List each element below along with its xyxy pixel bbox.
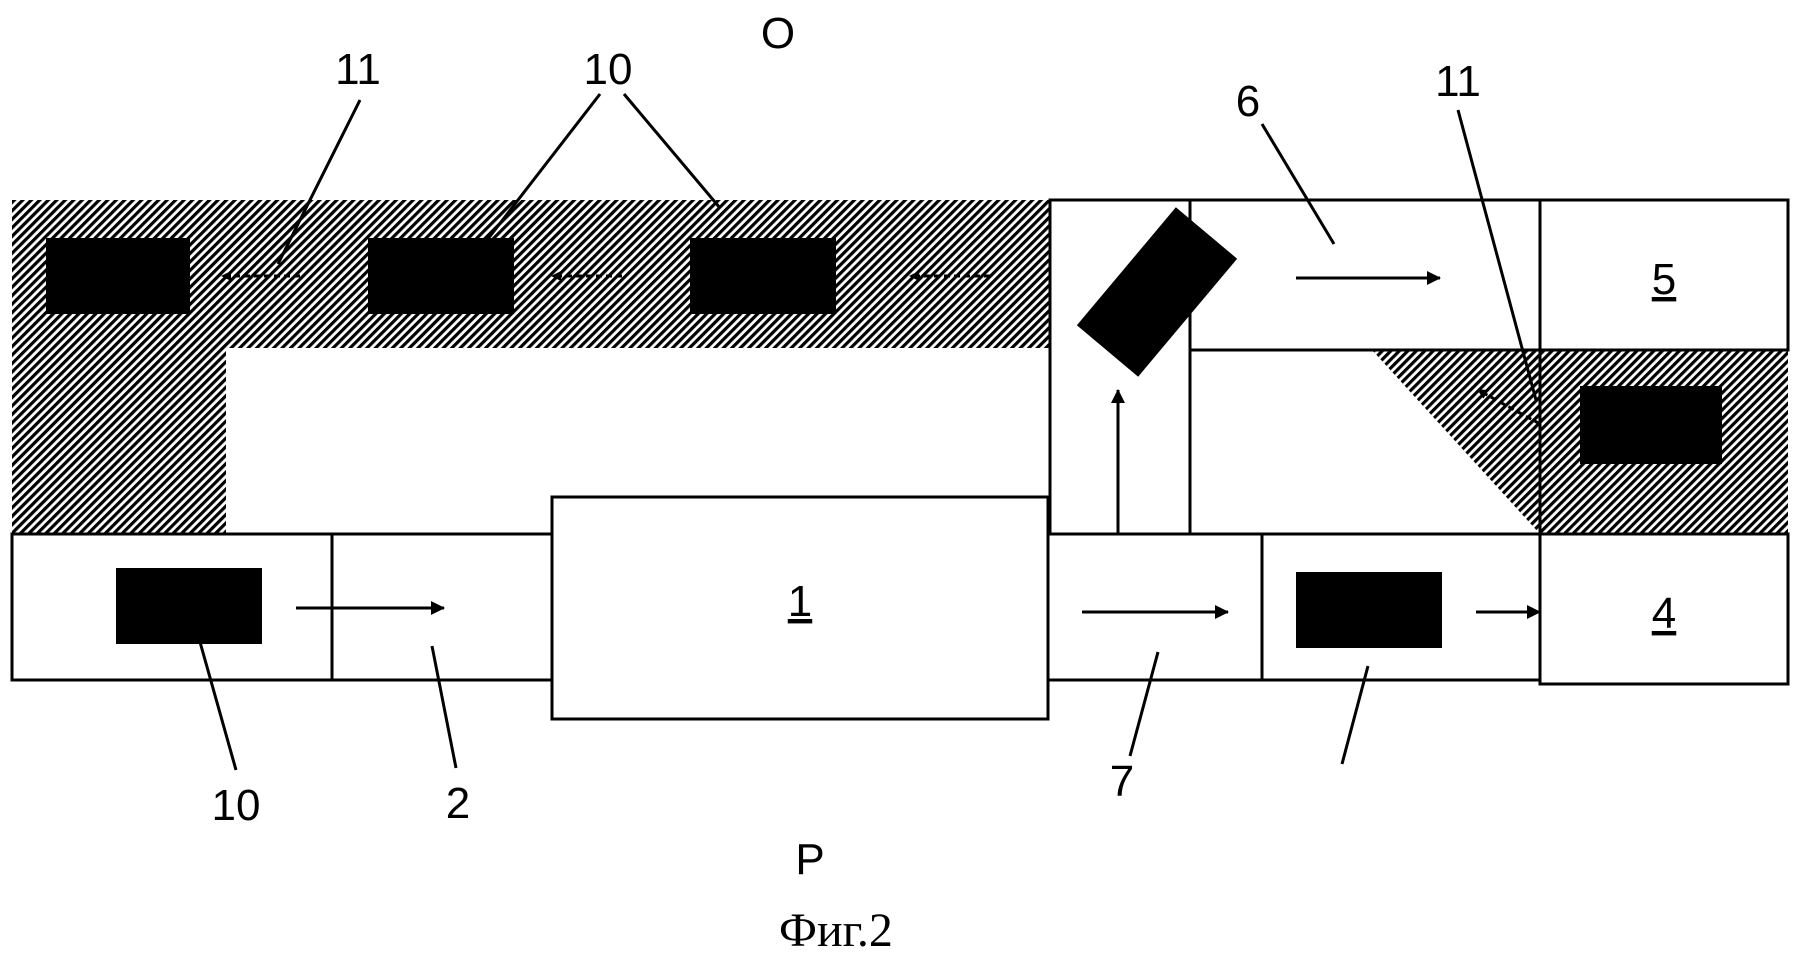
label-unit-4: 4 [1652, 589, 1676, 638]
label-top: O [761, 9, 795, 58]
label-unit-1: 1 [788, 577, 812, 626]
return-arrow-right [1477, 388, 1541, 426]
leader-6 [1260, 123, 1336, 245]
leader-outfeed [1340, 665, 1370, 765]
carrier-tilted [1076, 207, 1238, 377]
leader-11-left [276, 99, 362, 265]
leader-10-bottom [198, 641, 238, 771]
unit-4-box [1538, 532, 1790, 686]
figure-caption: Фиг.2 [779, 904, 893, 957]
ref-10-bottom: 10 [212, 781, 261, 830]
leader-2 [430, 645, 458, 769]
ref-2: 2 [446, 779, 470, 828]
ref-10-top: 10 [584, 45, 633, 94]
leader-7 [1128, 651, 1160, 757]
carrier-top-right [690, 238, 836, 314]
carrier-right-return [1580, 386, 1722, 464]
ref-11-right: 11 [1435, 57, 1481, 106]
leader-10-top-a [482, 93, 602, 245]
carrier-infeed [116, 568, 262, 644]
label-bottom: P [795, 835, 824, 884]
leader-10-top-b [622, 93, 722, 209]
carrier-top-left [46, 238, 190, 314]
carrier-top-middle [368, 238, 514, 314]
ref-11-left: 11 [335, 45, 381, 94]
ref-7: 7 [1110, 757, 1134, 806]
ref-6: 6 [1236, 77, 1260, 126]
label-unit-5: 5 [1652, 255, 1676, 304]
unit-6-conveyor [1188, 198, 1542, 352]
carrier-outfeed [1296, 572, 1442, 648]
unit-5-box [1538, 198, 1790, 352]
unit-1-machine [550, 495, 1050, 721]
leader-11-right [1456, 109, 1538, 401]
